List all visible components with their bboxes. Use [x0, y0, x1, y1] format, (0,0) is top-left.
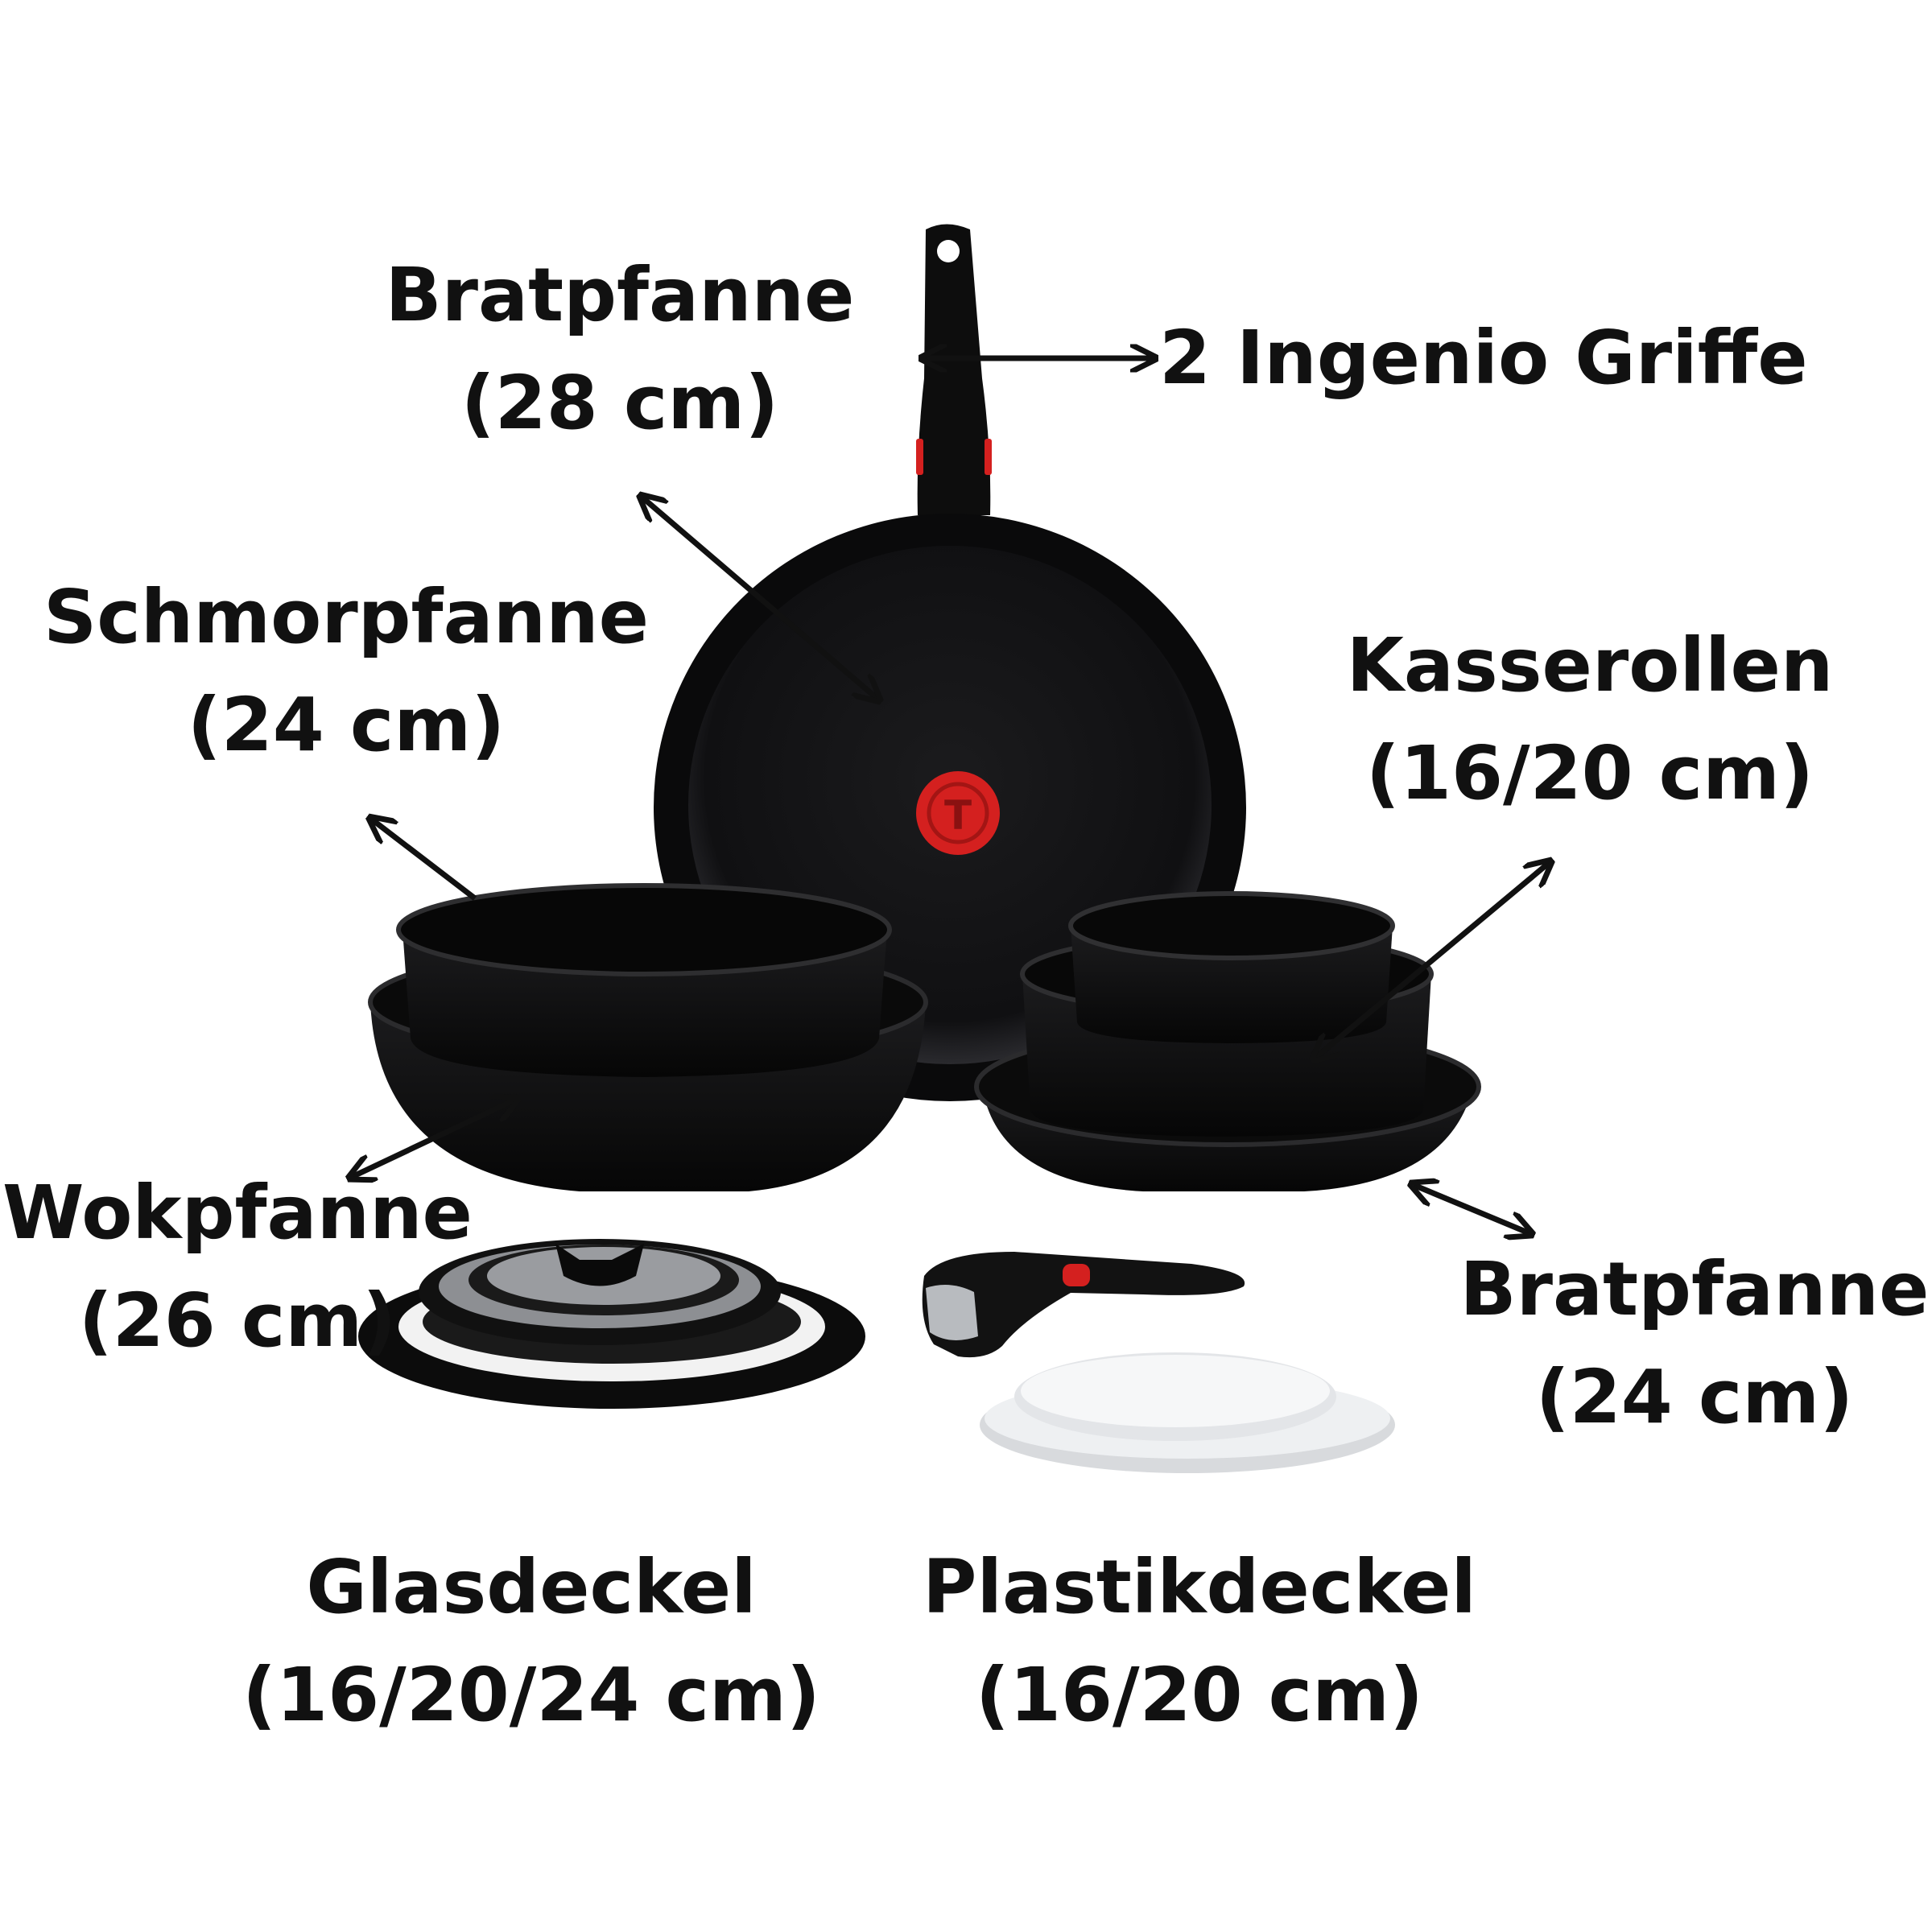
label-fry-pan-24-name: Bratpfanne	[1459, 1246, 1930, 1332]
saucepan-16	[1068, 891, 1395, 1043]
arrow-fry-pan-28	[642, 497, 877, 699]
glass-lids	[358, 1239, 865, 1409]
label-fry-pan-28-size: (28 cm)	[460, 360, 779, 446]
handle-red-clip-left	[916, 439, 923, 475]
label-wok-size: (26 cm)	[78, 1278, 397, 1364]
label-wok: Wokpfanne (26 cm)	[0, 1159, 475, 1375]
label-plastic-lids-name: Plastikdeckel	[923, 1544, 1476, 1630]
label-saucepans: Kasserollen (16/20 cm)	[1324, 612, 1856, 828]
label-plastic-lids-size: (16/20 cm)	[975, 1652, 1424, 1738]
label-handles-name: 2 Ingenio Griffe	[1159, 315, 1808, 401]
label-saute-pan-name: Schmorpfanne	[43, 574, 650, 660]
pan-handle	[917, 224, 991, 515]
arrow-saucepans	[1315, 863, 1549, 1058]
ingenio-handle	[922, 1252, 1245, 1358]
arrow-wok	[352, 1100, 515, 1177]
saute-pan-24	[396, 883, 892, 1077]
label-fry-pan-24-size: (24 cm)	[1535, 1354, 1854, 1440]
arrow-fry-pan-24	[1414, 1185, 1530, 1233]
label-handles: 2 Ingenio Griffe	[1159, 304, 1808, 412]
label-fry-pan-28-name: Bratpfanne	[385, 252, 855, 338]
label-glass-lids-size: (16/20/24 cm)	[242, 1652, 820, 1738]
label-saute-pan: Schmorpfanne (24 cm)	[32, 564, 660, 779]
label-saucepans-size: (16/20 cm)	[1365, 730, 1814, 816]
label-fry-pan-24: Bratpfanne (24 cm)	[1457, 1236, 1932, 1451]
label-saucepans-name: Kasserollen	[1346, 622, 1834, 708]
label-wok-name: Wokpfanne	[2, 1170, 473, 1256]
label-saute-pan-size: (24 cm)	[187, 682, 506, 768]
label-plastic-lids: Plastikdeckel (16/20 cm)	[918, 1534, 1481, 1749]
callout-arrows	[352, 358, 1549, 1233]
plastic-lids	[980, 1352, 1395, 1473]
arrow-saute-pan	[372, 819, 477, 901]
label-glass-lids: Glasdeckel (16/20/24 cm)	[209, 1534, 853, 1749]
handle-red-clip-right	[985, 439, 992, 475]
lid-knob-icon	[555, 1244, 644, 1286]
handle-hole	[937, 240, 960, 262]
label-glass-lids-name: Glasdeckel	[306, 1544, 757, 1630]
label-fry-pan-28: Bratpfanne (28 cm)	[378, 242, 861, 457]
svg-text:T: T	[944, 792, 972, 839]
